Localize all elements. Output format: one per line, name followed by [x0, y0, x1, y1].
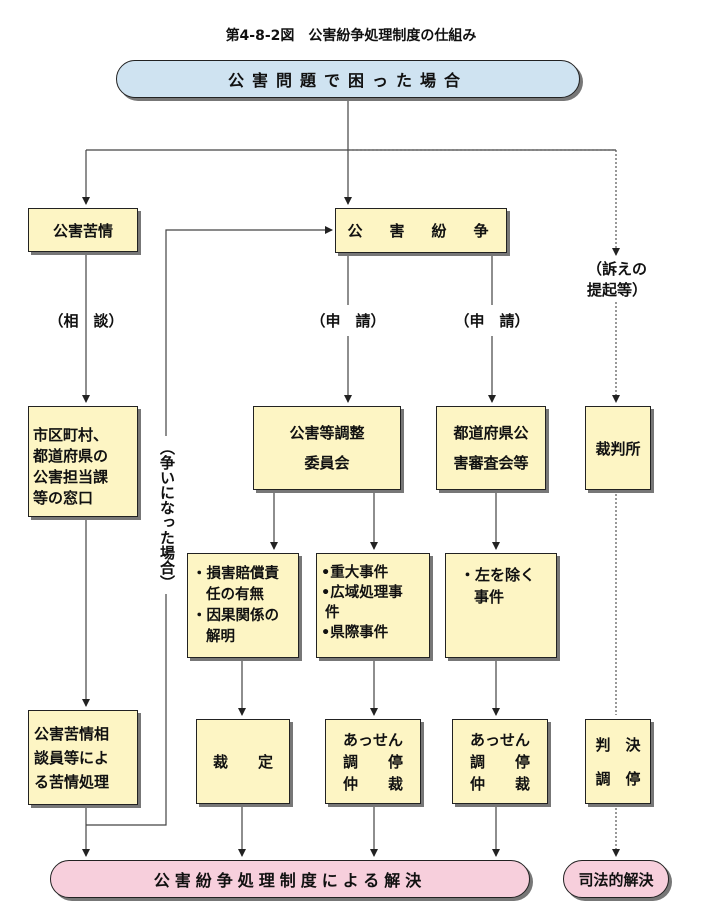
cases-c-box: ・左を除く 事件	[445, 553, 557, 658]
cases-c-line-1: ・左を除く	[460, 566, 536, 584]
complaint-title-box: 公害苦情	[28, 208, 138, 252]
cases-b-line-3: 件	[325, 605, 340, 621]
complaint-title: 公害苦情	[52, 221, 113, 240]
suit-line-1: （訴えの	[586, 260, 647, 278]
court-box: 裁判所	[585, 406, 651, 490]
handling-line-1: 公害苦情相	[34, 725, 110, 743]
means-b-line-2: 調 停	[342, 752, 403, 771]
committee-line-1: 公害等調整	[289, 424, 365, 442]
means-c-line-2: 調 停	[469, 752, 530, 771]
means-b-box: あっせん 調 停 仲 裁	[325, 719, 421, 804]
pref-board-line-1: 都道府県公	[453, 424, 529, 442]
cases-b-line-4: •県際事件	[321, 625, 389, 641]
apply-right-label: （申 請）	[454, 312, 530, 330]
judicial-label: 司法的解決	[578, 870, 654, 889]
court-suit-label: （訴えの 提起等）	[574, 259, 660, 301]
court-result-box: 判 決 調 停	[585, 719, 651, 804]
court-judgment: 判 決	[595, 735, 641, 754]
cases-a-line-2: 任の有無	[206, 587, 264, 603]
complaint-handling-box: 公害苦情相 談員等によ る苦情処理	[28, 710, 138, 805]
bottom-result-label: 公害紛争処理制度による解決	[153, 871, 427, 890]
office-line-1: 市区町村、	[33, 426, 109, 444]
complaint-office-box: 市区町村、 都道府県の 公害担当課 等の窓口	[28, 406, 138, 517]
ruling-box: 裁 定	[196, 719, 290, 804]
committee-line-2: 委員会	[304, 454, 350, 472]
means-b-line-1: あっせん	[342, 730, 403, 749]
handling-line-3: る苦情処理	[34, 773, 110, 791]
cases-c-line-2: 事件	[474, 588, 505, 606]
pref-board-line-2: 害審査会等	[453, 454, 529, 472]
suit-line-2: 提起等）	[586, 281, 647, 299]
committee-box: 公害等調整 委員会	[253, 406, 401, 490]
judicial-pill: 司法的解決	[563, 860, 669, 898]
means-c-line-3: 仲 裁	[469, 774, 530, 793]
office-line-4: 等の窓口	[33, 489, 94, 507]
cases-a-line-4: 解明	[206, 629, 235, 645]
top-pill-label: 公害問題で困った場合	[227, 71, 468, 90]
cases-b-line-2: •広域処理事	[321, 585, 403, 601]
bottom-result-pill: 公害紛争処理制度による解決	[50, 860, 530, 898]
ruling-label: 裁 定	[212, 753, 273, 771]
means-c-line-1: あっせん	[469, 730, 530, 749]
apply-left-label: （申 請）	[310, 312, 386, 330]
dispute-note-vertical: （争いになった場合）	[156, 436, 178, 594]
cases-a-box: ・損害賠償責 任の有無 ・因果関係の 解明	[187, 553, 299, 658]
cases-a-line-3: ・因果関係の	[192, 608, 279, 624]
cases-b-line-1: •重大事件	[321, 565, 389, 581]
court-mediation: 調 停	[595, 769, 641, 788]
dispute-title-box: 公 害 紛 争	[335, 208, 507, 253]
means-c-box: あっせん 調 停 仲 裁	[452, 719, 548, 804]
office-line-3: 公害担当課	[33, 468, 109, 486]
cases-b-box: •重大事件 •広域処理事 件 •県際事件	[316, 553, 430, 658]
dispute-title: 公 害 紛 争	[347, 222, 495, 240]
office-line-2: 都道府県の	[33, 447, 109, 465]
figure-title: 第4-8-2図 公害紛争処理制度の仕組み	[225, 28, 477, 44]
pref-board-box: 都道府県公 害審査会等	[436, 406, 546, 490]
complaint-consult-label: （相 談）	[48, 312, 124, 330]
cases-a-line-1: ・損害賠償責	[192, 566, 279, 582]
court-name: 裁判所	[595, 439, 641, 458]
top-pill: 公害問題で困った場合	[116, 60, 580, 98]
handling-line-2: 談員等によ	[34, 749, 110, 767]
means-b-line-3: 仲 裁	[342, 774, 403, 793]
